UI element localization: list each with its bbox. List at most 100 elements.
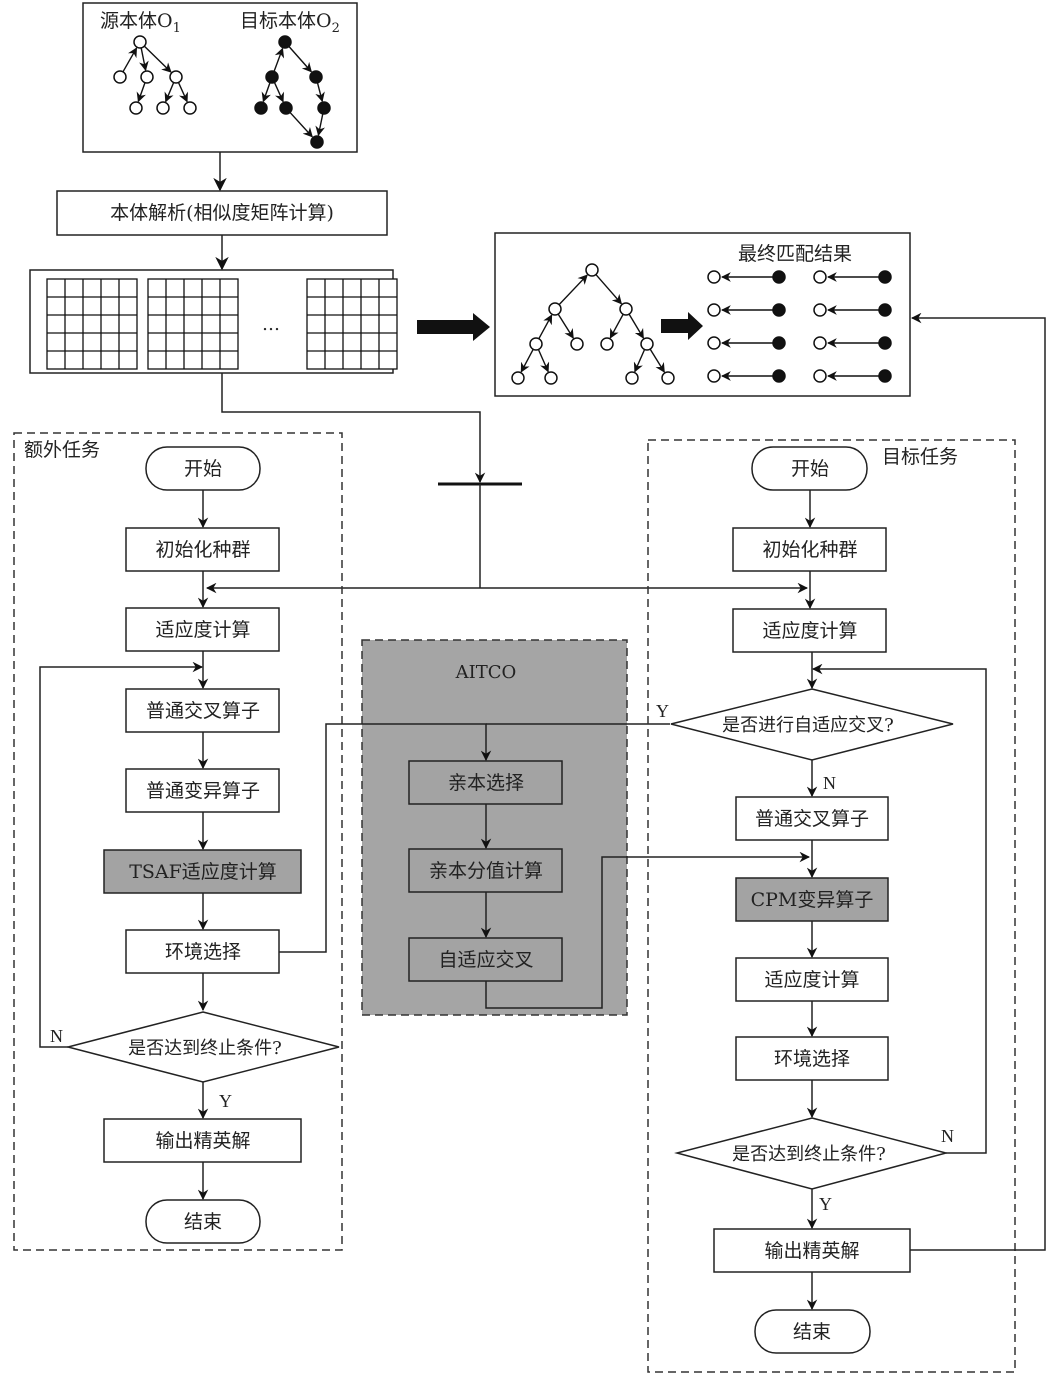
aitco-parent-select-box xyxy=(408,760,563,805)
result-edge xyxy=(558,274,588,306)
match-source-node xyxy=(813,303,827,317)
similarity-matrix xyxy=(46,278,138,370)
match-target-node xyxy=(878,369,892,383)
result-node xyxy=(548,302,562,316)
match-target-node xyxy=(878,303,892,317)
similarity-matrix xyxy=(306,278,398,370)
result-edge xyxy=(609,313,624,339)
big-arrow-to-result xyxy=(417,313,490,341)
match-target-node xyxy=(772,303,786,317)
result-node xyxy=(570,337,584,351)
source-node xyxy=(169,70,183,84)
result-edge xyxy=(649,348,665,373)
extra-crossover-box xyxy=(125,688,280,733)
matched-tree xyxy=(511,263,675,385)
match-source-node xyxy=(813,369,827,383)
target-fitness2-label: 适应度计算 xyxy=(764,969,859,991)
target-init-box xyxy=(732,527,887,572)
similarity-matrices xyxy=(46,278,398,370)
extra-task-title: 额外任务 xyxy=(24,439,100,461)
target-adaptive-no-label: N xyxy=(823,773,836,793)
result-inner-arrow xyxy=(661,312,703,340)
ontology-input-box: 源本体O1 目标本体O2 xyxy=(82,2,358,153)
target-cpm-box xyxy=(735,877,889,922)
target-ontology-tree xyxy=(254,35,331,149)
extra-fitness-box xyxy=(125,607,280,652)
source-edge xyxy=(122,47,138,73)
target-edge xyxy=(288,46,313,73)
extra-no-label: N xyxy=(50,1026,63,1046)
match-source-node xyxy=(813,336,827,350)
aitco-adaptive-cross-box xyxy=(408,937,563,982)
result-node xyxy=(585,263,599,277)
result-node xyxy=(661,371,675,385)
extra-output-label: 输出精英解 xyxy=(155,1130,250,1152)
target-output-label: 输出精英解 xyxy=(764,1240,859,1262)
target-edge xyxy=(289,111,313,138)
extra-end-terminal xyxy=(145,1199,261,1244)
extra-mutation-label: 普通变异算子 xyxy=(146,780,260,802)
target-node xyxy=(254,101,268,115)
match-source-node xyxy=(707,270,721,284)
aitco-parent-select-label: 亲本选择 xyxy=(448,772,524,794)
target-node xyxy=(309,70,323,84)
connector-output-to-final-result xyxy=(910,312,1046,1251)
connector-extra-env-to-aitco xyxy=(279,723,492,953)
extra-yes-label: Y xyxy=(219,1091,232,1111)
extra-end-label: 结束 xyxy=(184,1211,222,1233)
extra-init-label: 初始化种群 xyxy=(155,539,250,561)
result-edge xyxy=(633,349,646,373)
source-node xyxy=(183,101,197,115)
target-crossover-label: 普通交叉算子 xyxy=(755,808,869,830)
aitco-panel: AITCO 亲本选择 亲本分值计算 自适应交叉 xyxy=(361,639,628,1016)
target-init-label: 初始化种群 xyxy=(762,539,857,561)
target-crossover-box xyxy=(735,796,889,841)
target-yes-label: Y xyxy=(819,1194,832,1214)
match-target-node xyxy=(878,336,892,350)
match-source-node xyxy=(813,270,827,284)
final-result-box: 最终匹配结果 xyxy=(494,232,911,397)
similarity-matrix xyxy=(147,278,239,370)
result-node xyxy=(640,337,654,351)
match-source-node xyxy=(707,336,721,350)
target-env-select-box xyxy=(735,1036,889,1081)
match-target-node xyxy=(772,369,786,383)
result-node xyxy=(511,371,525,385)
source-edge xyxy=(164,82,175,103)
source-node xyxy=(156,101,170,115)
match-source-node xyxy=(707,369,721,383)
extra-mutation-box xyxy=(125,768,280,813)
target-end-terminal xyxy=(754,1309,871,1354)
extra-crossover-label: 普通交叉算子 xyxy=(146,700,260,722)
target-start-label: 开始 xyxy=(791,458,829,480)
source-node xyxy=(129,101,143,115)
target-node xyxy=(317,101,331,115)
final-result-title: 最终匹配结果 xyxy=(738,243,852,265)
result-edge xyxy=(595,274,623,305)
connector-matrices-to-sync xyxy=(221,373,486,484)
target-fitness-label: 适应度计算 xyxy=(762,620,857,642)
target-cpm-label: CPM变异算子 xyxy=(751,889,874,911)
match-source-node xyxy=(707,303,721,317)
extra-output-box xyxy=(103,1118,302,1163)
extra-tsaf-box xyxy=(103,849,302,894)
extra-fitness-label: 适应度计算 xyxy=(155,619,250,641)
aitco-adaptive-cross-label: 自适应交叉 xyxy=(438,949,533,971)
target-node xyxy=(278,35,292,49)
source-edge xyxy=(136,82,146,103)
target-edge xyxy=(273,82,284,103)
extra-tsaf-label: TSAF适应度计算 xyxy=(129,861,277,883)
extra-terminate-label: 是否达到终止条件? xyxy=(128,1038,282,1059)
result-node xyxy=(625,371,639,385)
parse-step-box: 本体解析(相似度矩阵计算) xyxy=(56,190,388,236)
aitco-parent-score-label: 亲本分值计算 xyxy=(429,860,543,882)
source-ontology-label: 源本体O1 xyxy=(100,10,181,36)
result-node xyxy=(600,337,614,351)
source-node xyxy=(113,70,127,84)
target-edge xyxy=(315,113,325,137)
parse-step-label: 本体解析(相似度矩阵计算) xyxy=(110,202,334,224)
result-edge xyxy=(537,349,550,373)
source-ontology-tree xyxy=(113,35,197,115)
target-loop-back-arrow xyxy=(811,663,987,1154)
source-edge xyxy=(143,45,172,73)
